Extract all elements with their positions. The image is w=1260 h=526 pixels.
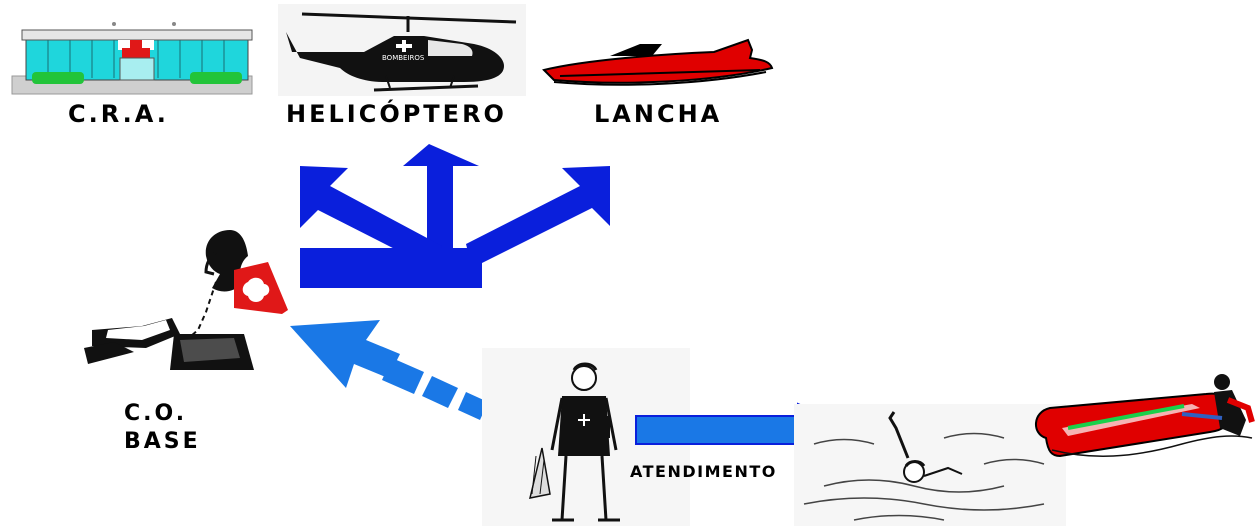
atendimento-label: ATENDIMENTO bbox=[630, 462, 777, 481]
operator-icon bbox=[84, 230, 288, 370]
co-base-label: C.O. BASE bbox=[124, 400, 201, 456]
rescue-boat-icon bbox=[1035, 374, 1255, 458]
speedboat-icon bbox=[542, 38, 774, 86]
co-label-line1: C.O. bbox=[124, 401, 188, 426]
dispatch-branch-arrow bbox=[300, 144, 610, 288]
svg-text:BOMBEIROS: BOMBEIROS bbox=[382, 54, 425, 62]
helicopter-icon: BOMBEIROS bbox=[278, 4, 526, 96]
swimmer-icon bbox=[794, 404, 1066, 526]
hospital-icon bbox=[11, 22, 253, 95]
helicopter-label: HELICÓPTERO bbox=[286, 100, 507, 128]
report-dashed-arrow bbox=[290, 320, 514, 428]
co-label-line2: BASE bbox=[124, 429, 201, 454]
lancha-label: LANCHA bbox=[594, 100, 723, 128]
cra-label: C.R.A. bbox=[68, 100, 169, 128]
